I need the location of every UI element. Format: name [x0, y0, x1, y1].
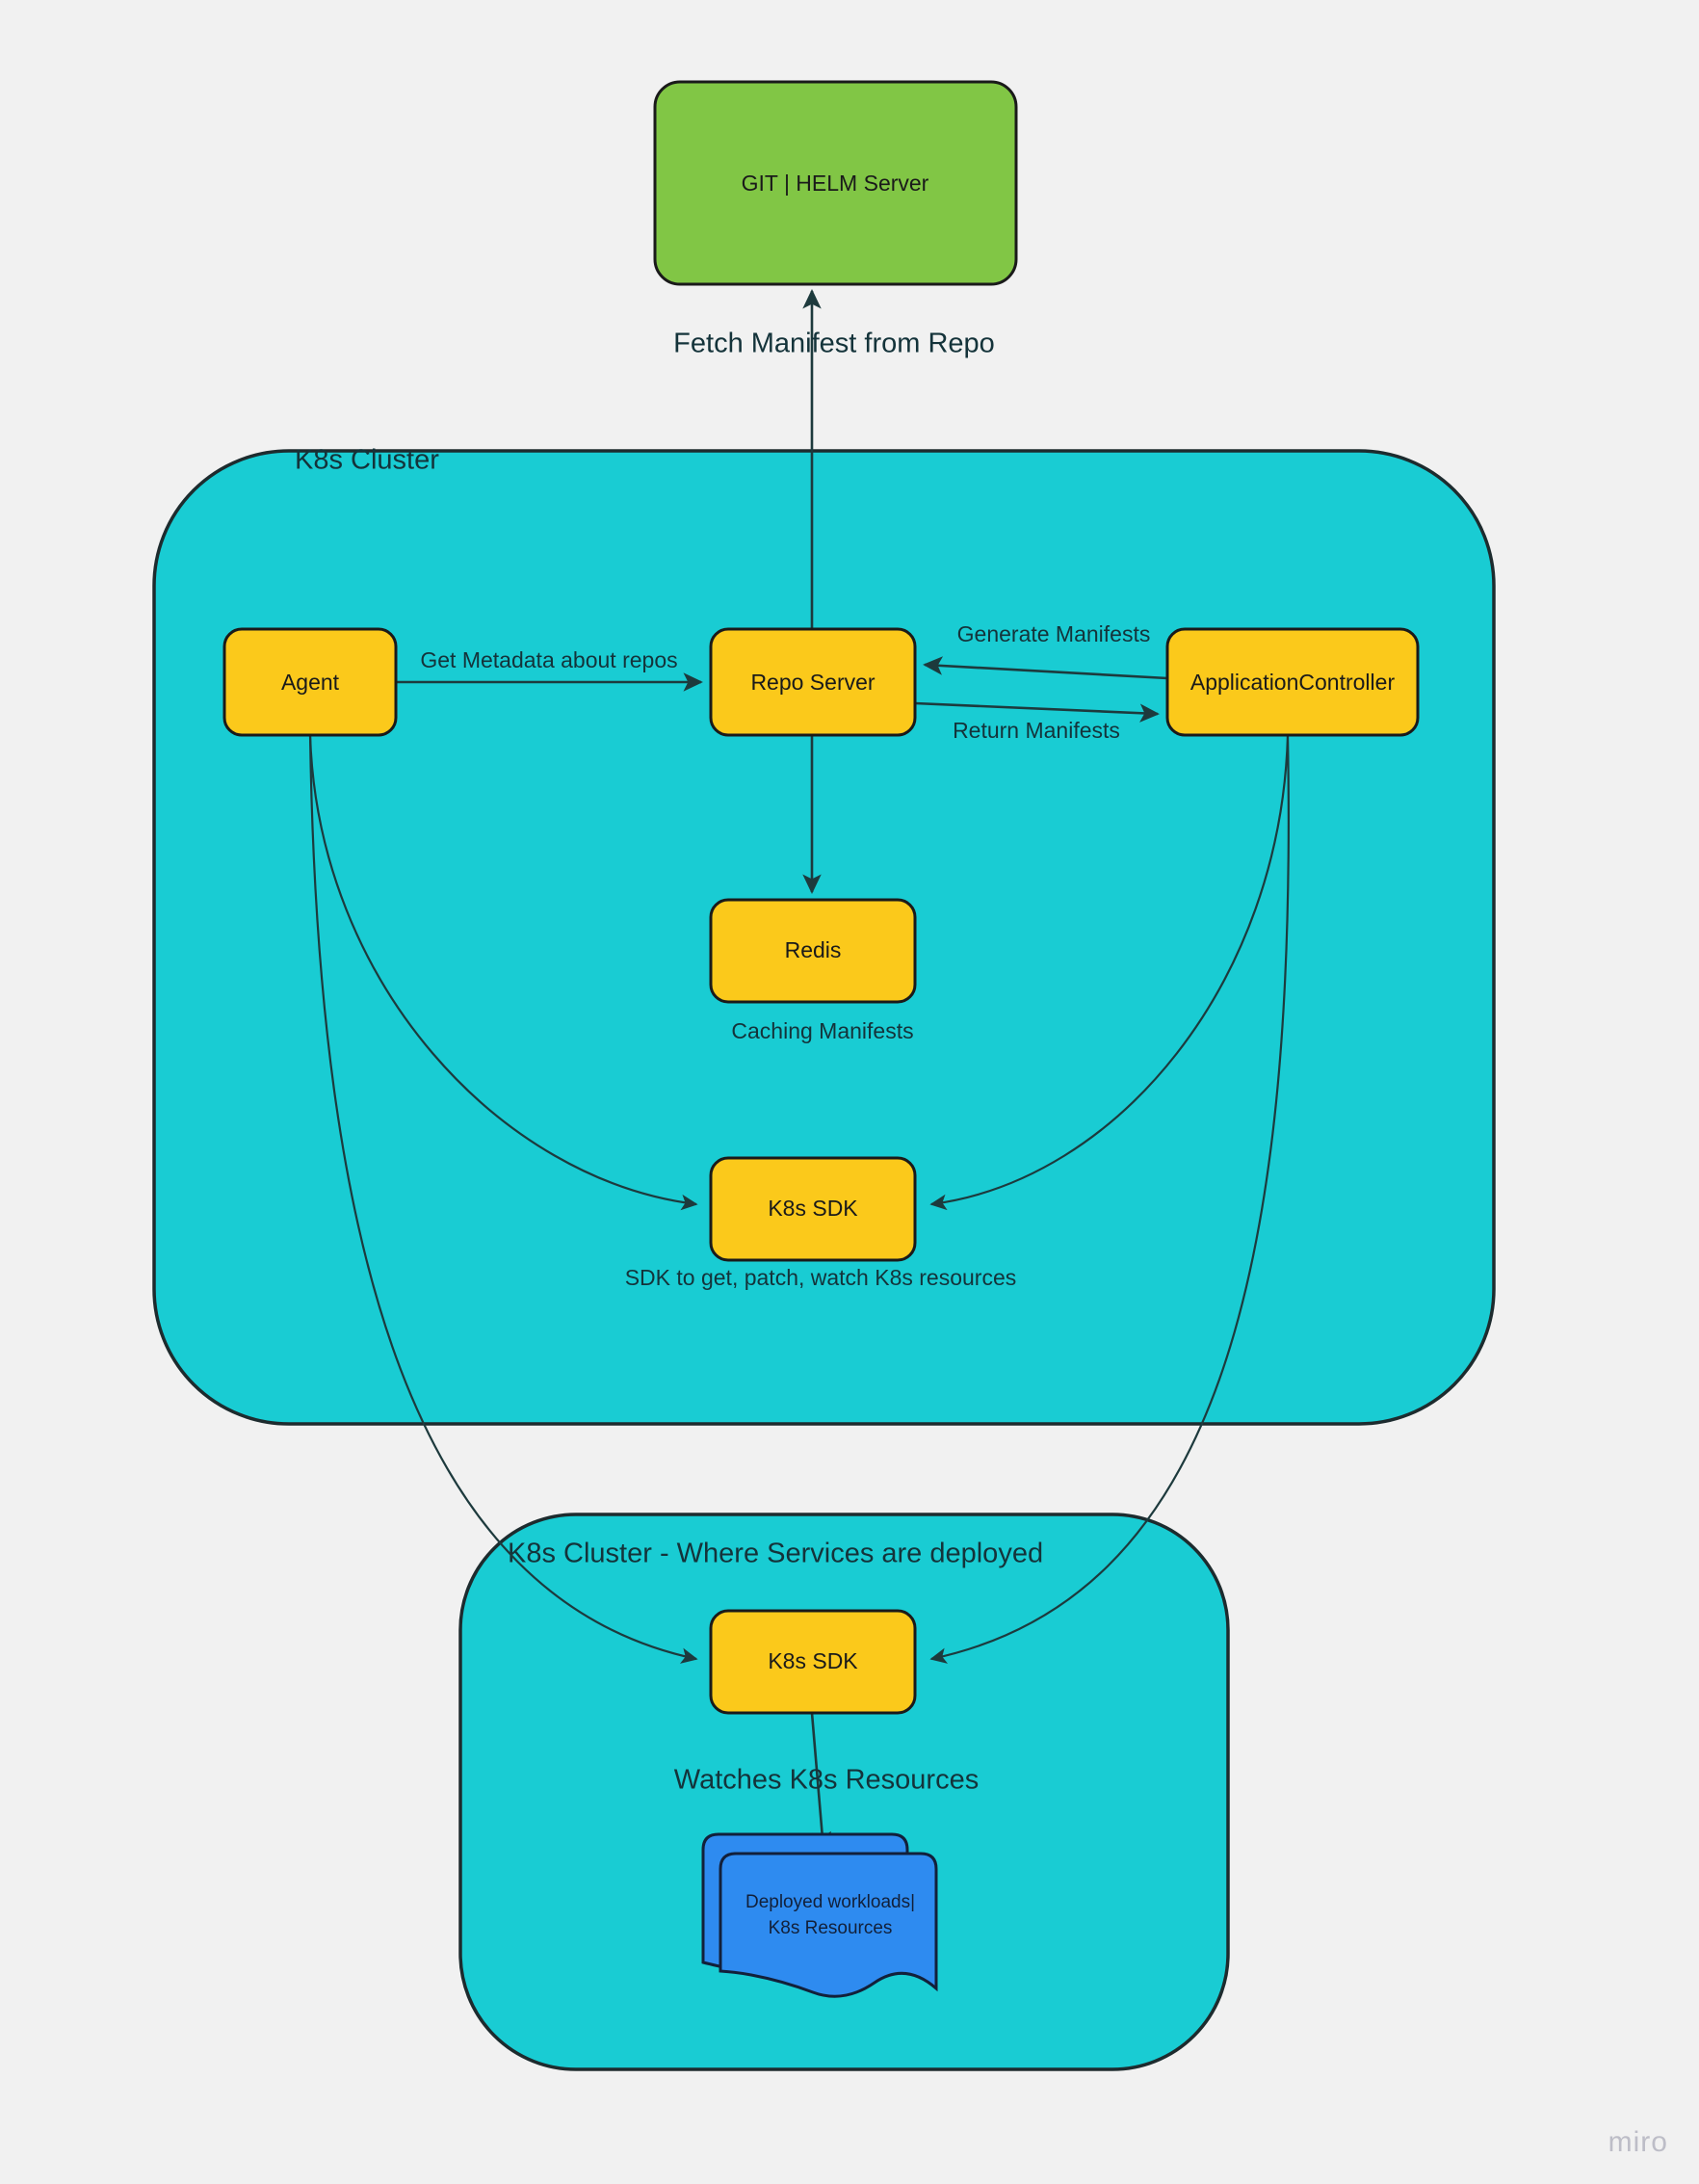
- node-repo-server[interactable]: Repo Server: [709, 627, 917, 737]
- node-redis[interactable]: Redis: [709, 898, 917, 1004]
- edge-agent-to-k8s-sdk-upper: [308, 734, 698, 1211]
- node-git-helm-server-label: GIT | HELM Server: [742, 171, 929, 196]
- node-deployed-workloads-label-line1: Deployed workloads|: [745, 1892, 915, 1912]
- node-application-controller[interactable]: ApplicationController: [1165, 627, 1420, 737]
- node-application-controller-body: [1165, 627, 1420, 737]
- edge-appcontroller-to-k8s-sdk-upper: [929, 734, 1290, 1211]
- edge-label-get-metadata-about-repos: Get Metadata about repos: [420, 647, 677, 672]
- edge-repo-server-to-appcontroller: [914, 701, 1160, 723]
- cluster-k8s-main-label: K8s Cluster: [295, 445, 439, 476]
- node-k8s-sdk-lower[interactable]: K8s SDK: [709, 1609, 917, 1715]
- node-repo-server-label: Repo Server: [750, 670, 875, 695]
- node-k8s-sdk-lower-body: [709, 1609, 917, 1715]
- edge-label-fetch-manifest-from-repo: Fetch Manifest from Repo: [673, 329, 995, 359]
- edge-appcontroller-to-k8s-sdk-lower: [929, 734, 1290, 1664]
- node-deployed-workloads-front-sheet: [719, 1852, 938, 1998]
- node-k8s-sdk-upper-label: K8s SDK: [768, 1196, 858, 1221]
- edge-label-generate-manifests: Generate Manifests: [957, 621, 1151, 646]
- node-application-controller-label: ApplicationController: [1190, 670, 1396, 695]
- node-k8s-sdk-upper[interactable]: K8s SDK: [709, 1156, 917, 1262]
- node-redis-body: [709, 898, 917, 1004]
- edge-k8s-sdk-lower-to-workloads: [810, 1712, 832, 1852]
- node-repo-server-body: [709, 627, 917, 737]
- cluster-k8s-services-label: K8s Cluster - Where Services are deploye…: [508, 1539, 1043, 1569]
- node-git-helm-server[interactable]: GIT | HELM Server: [653, 80, 1018, 286]
- miro-watermark: miro: [1608, 2126, 1668, 2158]
- edge-agent-to-k8s-sdk-lower: [308, 734, 698, 1664]
- node-redis-label: Redis: [785, 937, 842, 962]
- edge-appcontroller-to-repo-server: [923, 656, 1168, 680]
- node-deployed-workloads[interactable]: Deployed workloads| K8s Resources: [701, 1832, 938, 1998]
- node-deployed-workloads-label-line2: K8s Resources: [769, 1918, 893, 1938]
- node-k8s-sdk-lower-label: K8s SDK: [768, 1648, 858, 1673]
- edge-label-watches-k8s-resources: Watches K8s Resources: [674, 1765, 979, 1796]
- node-agent-label: Agent: [281, 670, 340, 695]
- caption-caching-manifests: Caching Manifests: [731, 1018, 913, 1043]
- node-git-helm-server-body: [653, 80, 1018, 286]
- node-agent[interactable]: Agent: [222, 627, 398, 737]
- node-agent-body: [222, 627, 398, 737]
- node-k8s-sdk-upper-body: [709, 1156, 917, 1262]
- cluster-k8s-services[interactable]: K8s Cluster - Where Services are deploye…: [458, 1513, 1230, 2071]
- cluster-k8s-services-body: [458, 1513, 1230, 2071]
- edge-label-return-manifests: Return Manifests: [953, 718, 1120, 743]
- caption-sdk-to-get-patch-watch: SDK to get, patch, watch K8s resources: [625, 1265, 1017, 1290]
